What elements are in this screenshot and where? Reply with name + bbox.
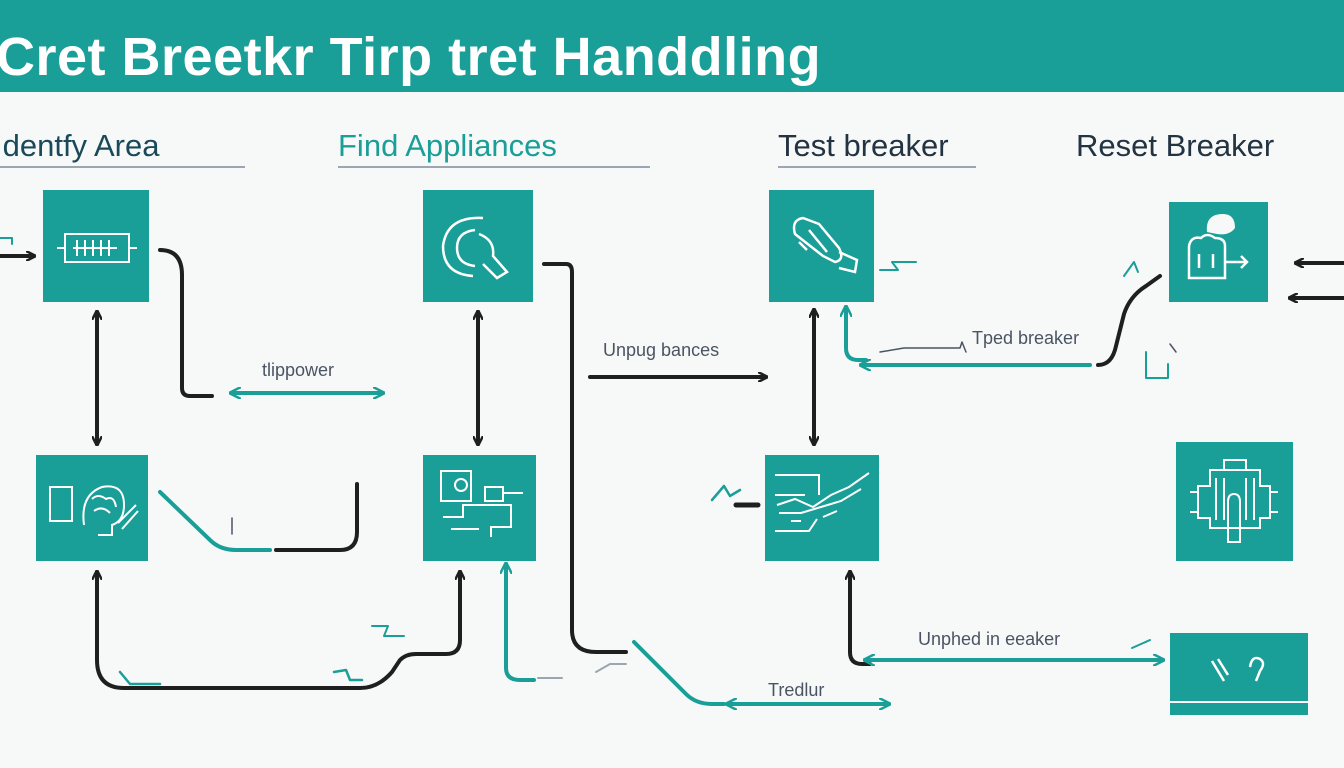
breaker-panel-icon	[57, 233, 137, 263]
node-circuit-board	[1176, 442, 1293, 561]
label-tripped: Tped breaker	[972, 328, 1080, 348]
entry-tick-left	[0, 237, 13, 245]
wire-node2-dark	[274, 482, 359, 552]
stage-heading-find: Find Appliances	[338, 128, 557, 163]
teal-tick-reset	[1123, 261, 1139, 277]
stage-underline-find	[338, 166, 650, 168]
teal-tick-test	[879, 261, 917, 271]
node-breaker-panel	[43, 190, 149, 302]
chef-toaster-icon	[1187, 214, 1249, 280]
connector-clip-icon	[792, 216, 859, 274]
teal-squiggle-c	[371, 625, 405, 637]
kitchen-appliance-icon	[440, 470, 523, 537]
teal-bracket-reset	[1145, 351, 1169, 379]
teal-squiggle-a	[118, 670, 162, 686]
teal-tick-bottom	[1131, 639, 1151, 649]
stage-underline-identify	[0, 166, 245, 168]
label-unplug: Unpug bances	[603, 340, 720, 360]
wire-node2-slope	[158, 490, 272, 552]
node-plug-prongs	[1170, 633, 1308, 715]
grey-tick-reset	[1169, 343, 1177, 353]
wire-reset-curve	[1096, 274, 1162, 367]
title-bar: Cret Breetkr Tirp tret Handdling	[0, 0, 1344, 92]
node-tripped-switch	[765, 455, 879, 561]
wire-node6-down	[850, 570, 872, 666]
stage-underline-test	[778, 166, 976, 168]
wire-node4-teal	[506, 565, 536, 682]
node-connector-clip	[769, 190, 874, 302]
brain-head-icon	[49, 485, 139, 536]
node-appliance-plug	[423, 190, 533, 302]
wire-node3-long	[542, 262, 628, 654]
loop-bottom	[97, 570, 460, 690]
node-chef-toaster	[1169, 202, 1268, 302]
teal-squiggle-b	[332, 668, 364, 682]
node-brain-head	[36, 455, 148, 561]
stage-heading-identify: Identfy Area	[0, 128, 160, 163]
label-tredlur: Tredlur	[768, 680, 825, 700]
label-unplugged: Unphed in eeaker	[918, 629, 1061, 649]
tripped-switch-icon	[775, 472, 870, 532]
teal-zig-d	[595, 663, 627, 673]
page-title: Cret Breetkr Tirp tret Handdling	[0, 27, 822, 87]
node-kitchen-appliance	[423, 455, 536, 561]
label-tippower: tlippower	[262, 360, 335, 380]
stage-heading-reset: Reset Breaker	[1076, 128, 1275, 163]
wire-node6-left	[710, 484, 742, 502]
circuit-board-icon	[1190, 459, 1278, 543]
stage-heading-test: Test breaker	[778, 128, 949, 163]
wire-node1-down	[158, 248, 214, 398]
plug-prongs-icon	[1170, 656, 1308, 703]
wire-tredlur-slope	[632, 640, 726, 706]
wire-tripped-teal	[846, 308, 868, 362]
tripped-squiggle	[879, 341, 967, 353]
appliance-plug-icon	[441, 216, 509, 280]
